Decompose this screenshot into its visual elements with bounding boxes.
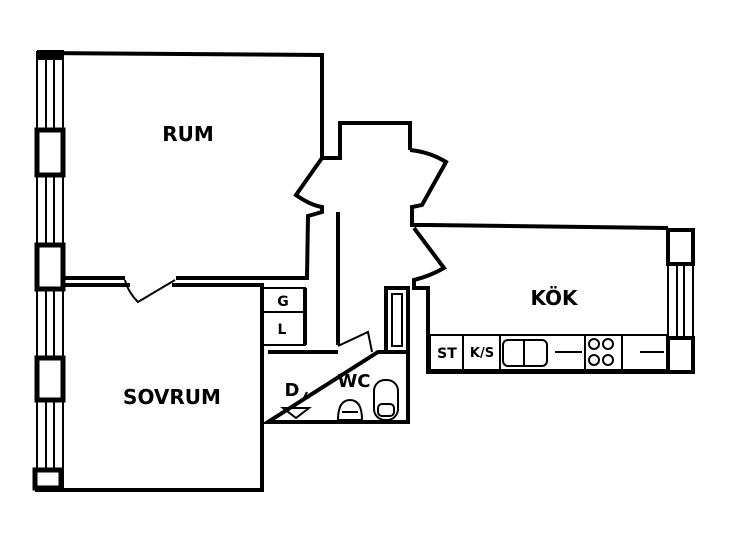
wc-shaft — [384, 286, 410, 354]
shower-label: D — [285, 380, 300, 401]
stove-icon — [588, 338, 614, 366]
hall-door-right — [409, 148, 669, 230]
closets — [261, 287, 307, 346]
kitchen-window — [666, 228, 695, 374]
counter-label-st: ST — [437, 346, 457, 362]
rum-door — [124, 279, 176, 304]
closet-label-g: G — [277, 294, 289, 310]
counter-label-ks: K/S — [470, 346, 494, 361]
hall-door-left — [62, 156, 324, 280]
kitchen-door — [412, 226, 693, 374]
room-label-sovrum: SOVRUM — [123, 385, 221, 409]
wc-door — [337, 330, 373, 353]
toilet-icon — [373, 379, 399, 421]
washbasin-icon — [336, 398, 364, 421]
closet-label-l: L — [278, 322, 287, 338]
shower-drain-icon — [280, 407, 312, 420]
left-window-wall — [32, 50, 66, 491]
room-label-kok: KÖK — [530, 286, 579, 310]
kitchen-counter — [429, 334, 669, 371]
room-label-wc: WC — [337, 371, 370, 392]
sovrum-walls — [35, 283, 264, 492]
rum-walls — [39, 51, 412, 160]
room-label-rum: RUM — [162, 122, 214, 146]
